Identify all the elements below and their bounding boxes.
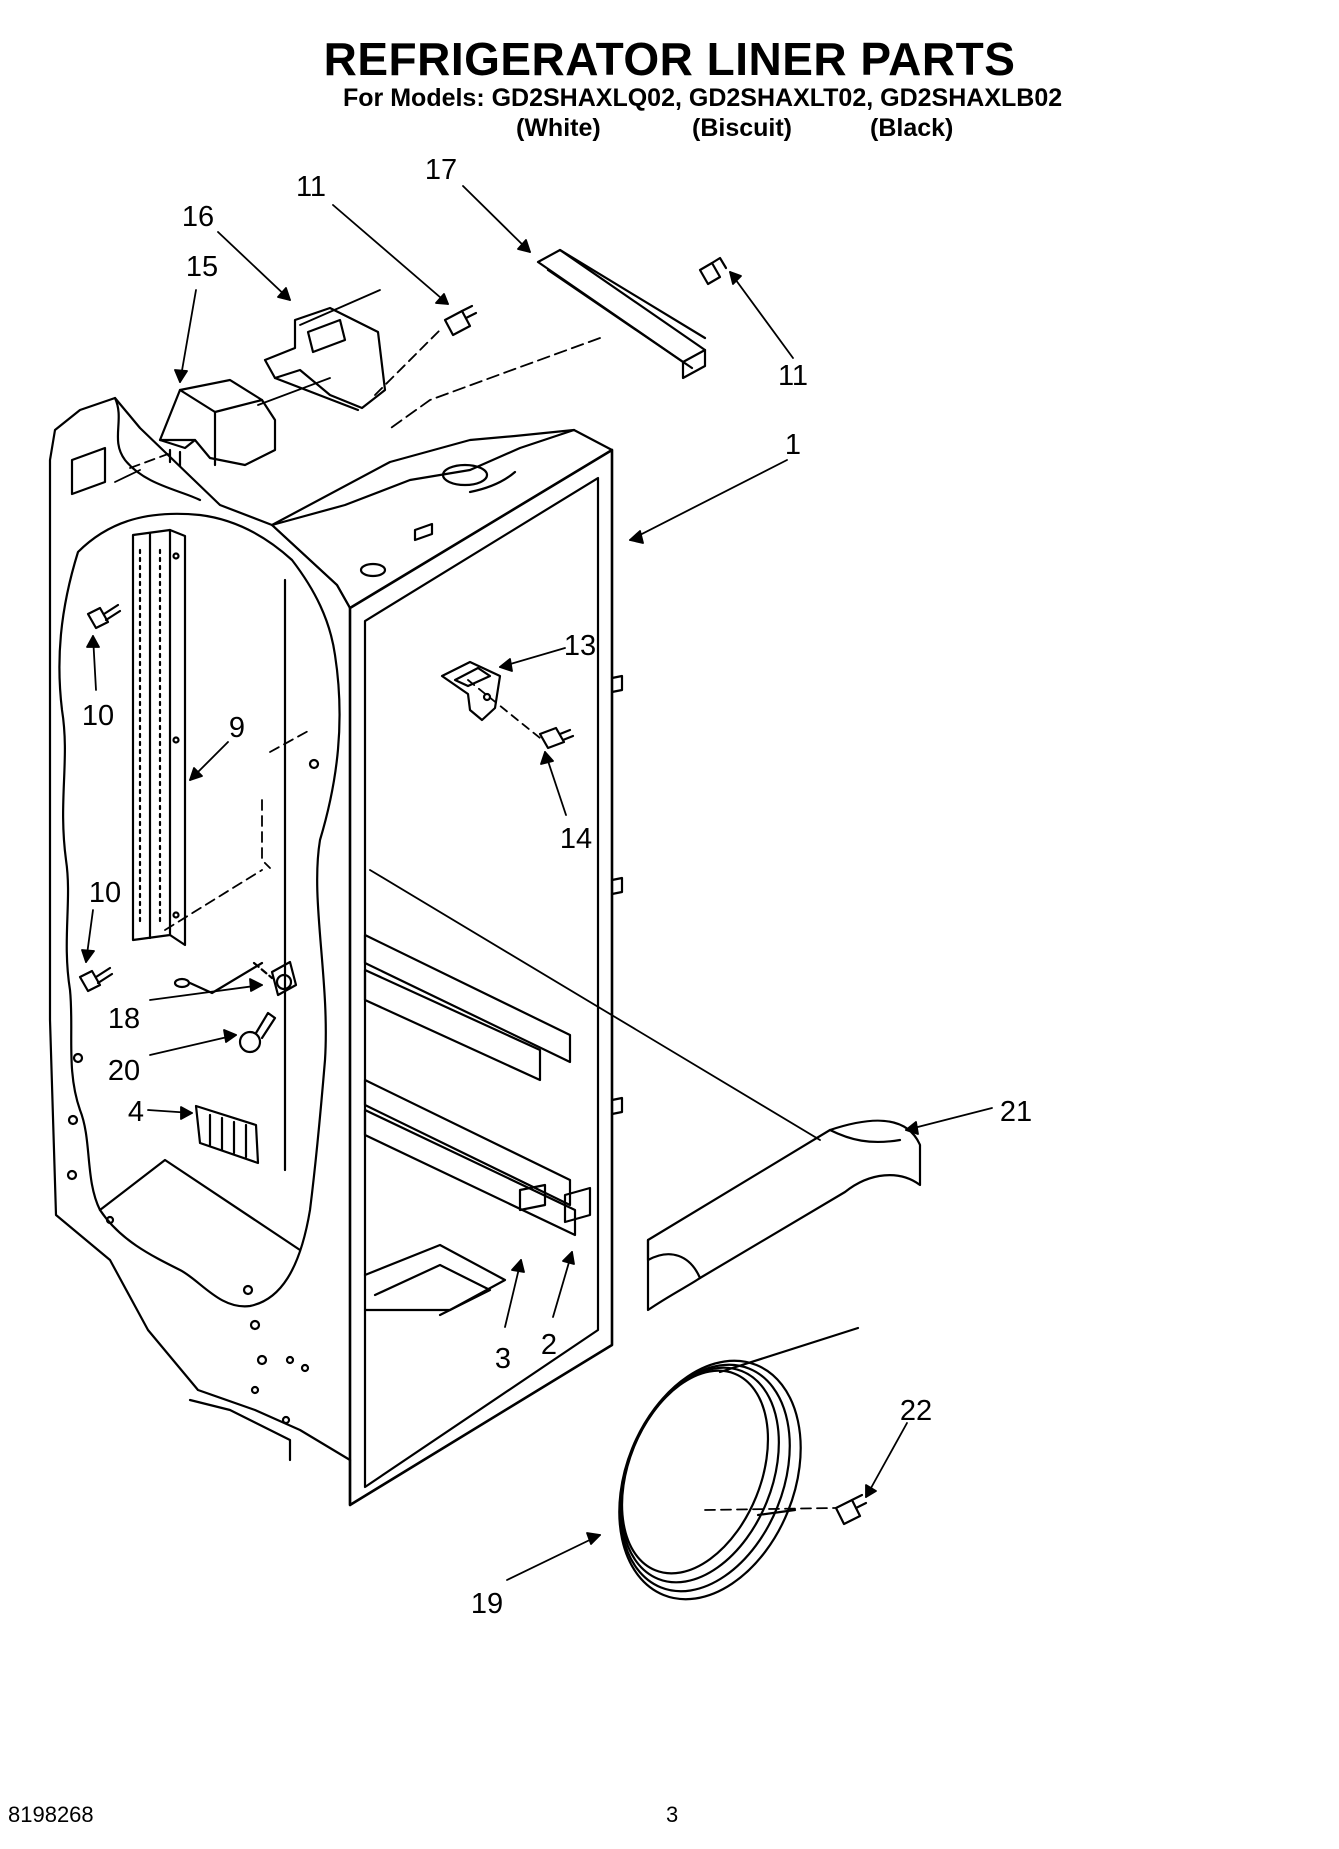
screw-part-14 [538,726,575,750]
callout-22: 22 [900,1395,932,1427]
housing-bracket-part-16 [263,289,387,412]
light-shield [646,1119,922,1312]
callout-16: 16 [182,201,214,233]
page-title: REFRIGERATOR LINER PARTS [323,33,1016,85]
callout-20: 20 [108,1055,140,1087]
color-label-black: (Black) [870,114,954,142]
callout-10-top: 10 [82,700,114,732]
light-socket [173,960,298,997]
callout-leaders [81,185,993,1581]
callout-19: 19 [471,1588,503,1620]
screw-part-10-bottom [78,966,114,993]
light-bulb [238,1011,277,1054]
callout-10-bottom: 10 [89,877,121,909]
callout-13: 13 [564,630,596,662]
vent-grille [194,1104,260,1165]
water-tubing-coil [618,1326,860,1601]
callout-14: 14 [560,823,592,855]
bracket-part-13 [440,660,502,722]
screw-part-11-left [443,304,478,337]
callout-3: 3 [495,1343,511,1375]
callout-11-right: 11 [778,360,808,392]
refrigerator-liner [48,396,624,1507]
callout-labels: 11 17 16 15 11 1 13 14 10 9 10 18 20 4 2… [82,154,1032,1620]
screw-part-10-top [86,603,122,630]
color-label-biscuit: (Biscuit) [692,114,792,142]
models-line: For Models: GD2SHAXLQ02, GD2SHAXLT02, GD… [343,84,1063,112]
callout-18: 18 [108,1003,140,1035]
document-number: 8198268 [8,1802,94,1827]
callout-4: 4 [128,1096,144,1128]
screw-part-22 [834,1493,868,1526]
color-label-white: (White) [516,114,601,142]
callout-9: 9 [229,712,245,744]
callout-17: 17 [425,154,457,186]
callout-2: 2 [541,1329,557,1361]
screw-part-11-right [698,256,728,286]
assembly-guide-lines [114,329,836,1511]
callout-11-top: 11 [296,171,326,203]
callout-21: 21 [1000,1096,1032,1128]
callout-1: 1 [785,429,801,461]
top-trim-rail [536,248,707,380]
callout-15: 15 [186,251,218,283]
shelf-ladder-strip [131,528,320,947]
page-number: 3 [666,1802,679,1827]
control-housing-part-15 [158,378,277,468]
